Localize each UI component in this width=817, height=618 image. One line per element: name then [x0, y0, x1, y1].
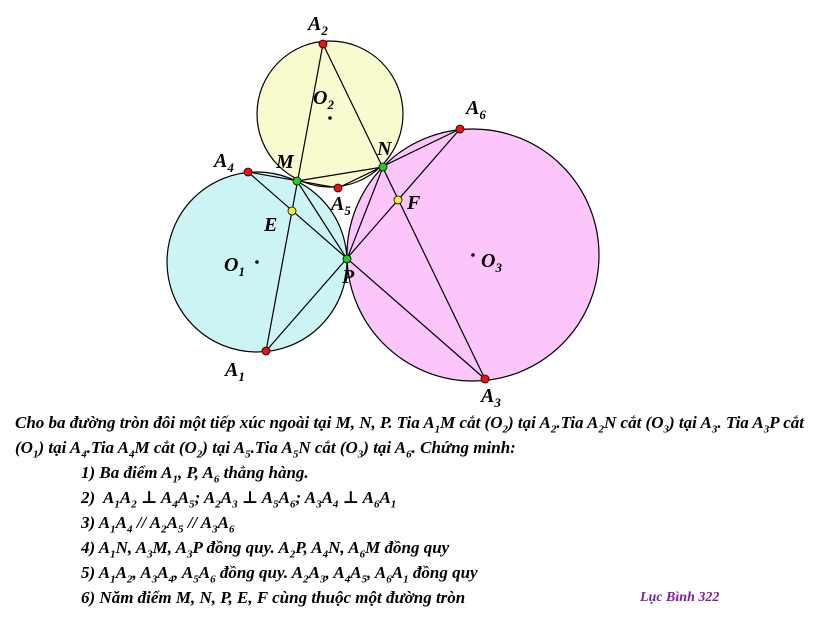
point-e	[287, 206, 297, 216]
label-a2: A2	[306, 13, 328, 38]
label-n: N	[376, 138, 393, 160]
signature: Lục Bình 322	[640, 590, 720, 605]
label-o1: O1	[224, 254, 245, 279]
problem-item-1: 1) Ba điểm A1, P, A6 thẳng hàng.	[81, 463, 309, 486]
problem-item-2: 2) A1A2 ⊥ A4A5; A2A3 ⊥ A5A6; A3A4 ⊥ A6A1	[81, 488, 397, 511]
point-f	[393, 195, 403, 205]
label-a4: A4	[212, 150, 234, 175]
label-o3: O3	[481, 250, 502, 275]
center-o3	[471, 253, 475, 257]
segment-a6-a1	[265, 128, 461, 352]
segment-m-n	[296, 166, 384, 182]
points	[243, 39, 490, 384]
segment-a5-a6	[337, 128, 461, 189]
problem-item-6: 6) Năm điểm M, N, P, E, F cùng thuộc một…	[81, 588, 466, 607]
segment-m-p	[296, 180, 348, 260]
segment-a2-a3	[322, 43, 486, 380]
segment-p-n	[346, 166, 384, 260]
point-p	[342, 254, 352, 264]
labels: A2 O2 A6 A4 M N F A5 E O1 P O3 A1 A3	[212, 13, 502, 410]
label-f: F	[406, 192, 421, 214]
label-a3: A3	[479, 385, 501, 410]
center-o1	[255, 260, 259, 264]
label-e: E	[263, 214, 277, 236]
geometry-figure: A2 O2 A6 A4 M N F A5 E O1 P O3 A1 A3	[166, 13, 600, 410]
point-a1	[261, 346, 271, 356]
label-o2: O2	[313, 87, 334, 112]
problem-intro: Cho ba đường tròn đôi một tiếp xúc ngoài…	[15, 413, 805, 461]
point-a5	[333, 183, 343, 193]
label-m: M	[275, 151, 295, 173]
problem-statement: Cho ba đường tròn đôi một tiếp xúc ngoài…	[15, 410, 815, 610]
problem-item-5: 5) A1A2, A3A4, A5A6 đồng quy. A2A3, A4A5…	[81, 563, 478, 586]
label-a1: A1	[223, 359, 245, 384]
segment-a1-a2	[265, 43, 324, 352]
point-n	[378, 162, 388, 172]
point-a4	[243, 167, 253, 177]
label-a6: A6	[464, 97, 486, 122]
problem-item-3: 3) A1A4 // A2A5 // A3A6	[81, 513, 235, 536]
point-a3	[480, 374, 490, 384]
point-m	[292, 176, 302, 186]
problem-item-4: 4) A1N, A3M, A3P đồng quy. A2P, A4N, A6M…	[81, 538, 450, 561]
point-a6	[455, 124, 465, 134]
label-a5: A5	[329, 193, 351, 218]
point-a2	[318, 39, 328, 49]
center-o2	[328, 116, 332, 120]
segment-a3-a4	[247, 171, 486, 380]
label-p: P	[341, 266, 355, 288]
